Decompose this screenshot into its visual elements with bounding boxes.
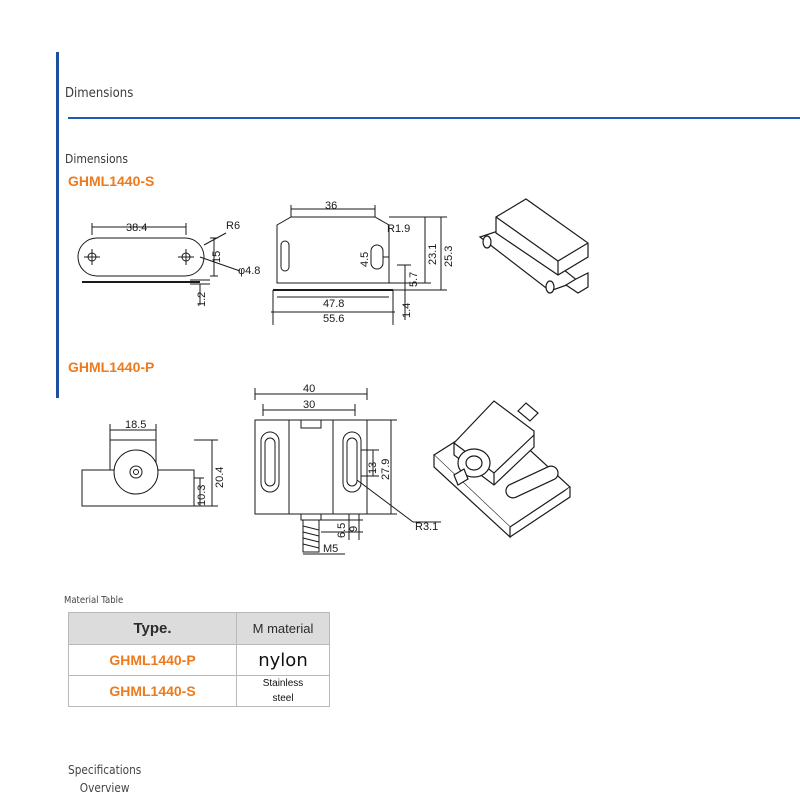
model-title-s: GHML1440-S [68,173,155,189]
section-title: Dimensions [65,86,134,101]
isometric-s [478,198,589,294]
section-accent-bar [56,52,59,398]
dim-s-r1-9: R1.9 [387,223,410,235]
dim-s-dia: φ4.8 [238,265,260,277]
table-header-material: M material [236,612,330,645]
table-cell-material: Stainless steel [236,675,330,707]
drawing-p-side: 18.5 20.4 10.3 [81,419,226,507]
stainless-steel-text: Stainless steel [262,678,304,704]
dim-s-25-3: 25.3 [443,246,455,267]
dim-p-30: 30 [303,399,315,411]
dim-p-27-9: 27.9 [380,459,392,480]
model-title-p: GHML1440-P [68,359,155,375]
dim-p-40: 40 [303,383,315,395]
dim-s-15: 15 [211,251,223,263]
dim-p-r3-1: R3.1 [415,521,438,533]
table-cell-type: GHML1440-S [68,675,237,707]
material-table: Type. M material GHML1440-P nylon GHML14… [68,612,330,707]
dim-s-1-2: 1.2 [196,292,208,307]
dim-p-13: 13 [367,462,379,474]
dim-p-m5: M5 [323,543,338,555]
dim-p-20-4: 20.4 [214,467,226,488]
dimensions-subtitle: Dimensions [65,152,129,166]
overview-label: Overview [79,781,130,795]
table-row: GHML1440-S Stainless steel [68,675,330,707]
section-divider [68,117,800,119]
table-header-type: Type. [68,612,237,645]
specifications-overview: Specifications Overview [68,761,141,797]
dim-s-5-7: 5.7 [408,272,420,287]
dim-s-1-4: 1.4 [401,303,413,318]
material-table-caption: Material Table [64,595,124,606]
dim-s-36: 36 [325,200,337,212]
dim-p-9: 9 [348,526,360,532]
dim-s-55-6: 55.6 [323,313,344,325]
dim-s-r6: R6 [226,220,240,232]
isometric-p [433,400,571,539]
dim-s-47-8: 47.8 [323,298,344,310]
table-header-row: Type. M material [68,612,330,645]
drawing-s-front: 38.4 R6 φ4.8 15 1.2 [77,220,260,307]
table-row: GHML1440-P nylon [68,644,330,676]
table-cell-type: GHML1440-P [68,644,237,676]
dim-s-4-5: 4.5 [359,252,371,267]
dim-s-38-4: 38.4 [126,222,147,234]
drawing-p-front: 40 30 13 27.9 R3.1 6.5 9 M5 [254,383,441,555]
specifications-label: Specifications [68,763,142,777]
dim-p-6-5: 6.5 [336,523,348,538]
table-cell-material: nylon [236,644,330,676]
drawing-s-side: 36 R1.9 4.5 23.1 25.3 5.7 47.8 55.6 1.4 [271,200,455,325]
dim-p-18-5: 18.5 [125,419,146,431]
dim-s-23-1: 23.1 [427,244,439,265]
dim-p-10-3: 10.3 [196,485,208,506]
